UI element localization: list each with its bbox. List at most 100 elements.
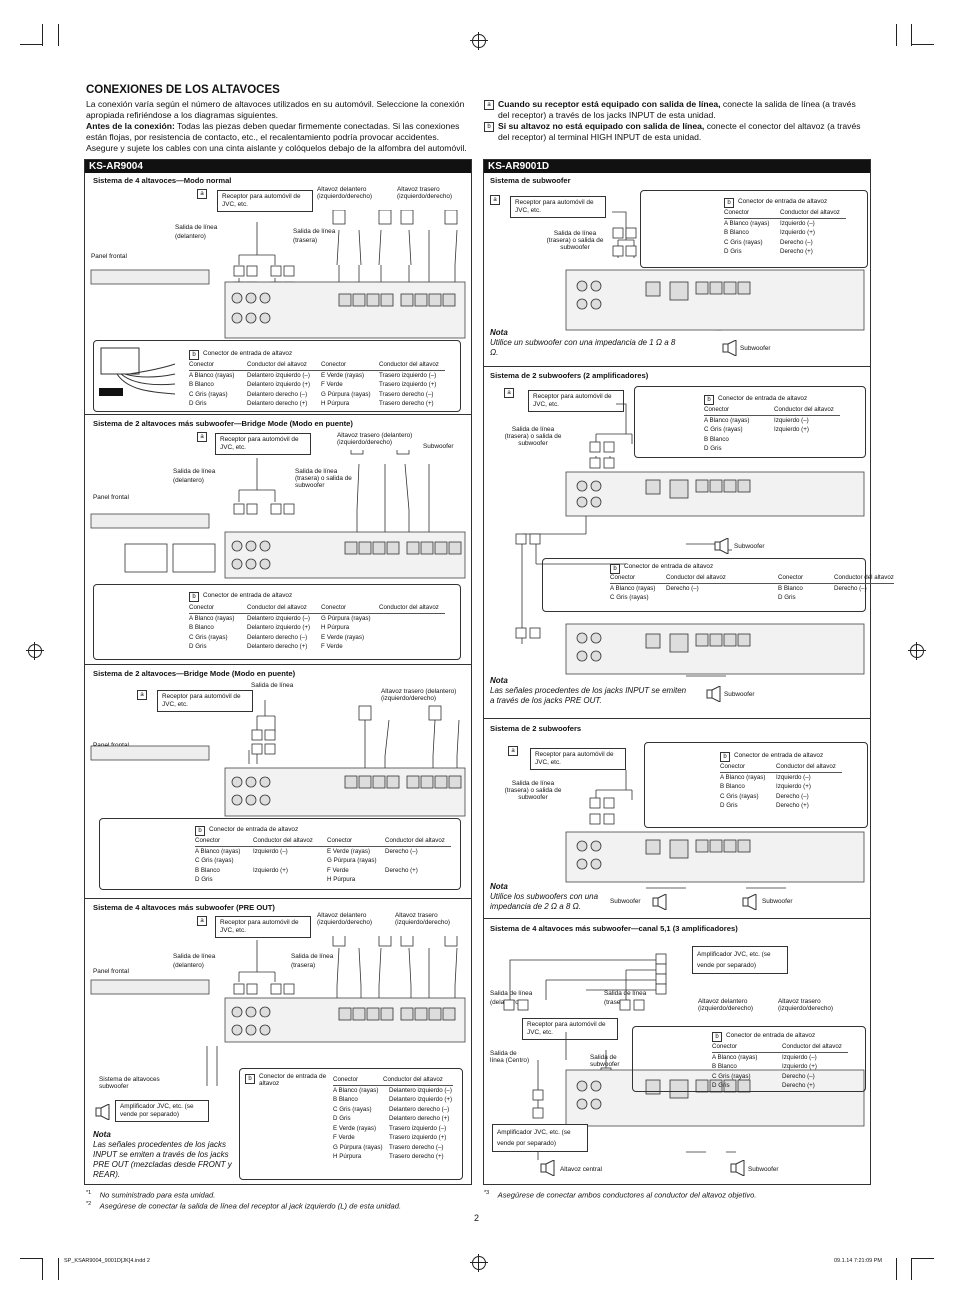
row-conductor: Delantero izquierdo (–): [247, 371, 310, 379]
footnote-1-text: No suministrado para esta unidad.: [99, 1190, 216, 1200]
row-color: Blanco (rayas): [729, 219, 770, 227]
table-row: B Blanco: [704, 435, 840, 445]
table-row: A Blanco (rayas)Izquierdo (–): [712, 1053, 848, 1063]
diagram-title: Sistema de 4 altavoces más subwoofer—can…: [490, 924, 738, 933]
row-letter: A: [195, 847, 199, 855]
subwoofer-label: Subwoofer: [748, 1166, 779, 1173]
table-row: D Gris Delantero derecho (+): [333, 1114, 453, 1124]
diagram-title: Sistema de 2 subwoofers (2 amplificadore…: [490, 371, 649, 380]
connector-label: Conector de entrada de altavoz: [259, 1073, 327, 1087]
letter-b-label: b: [195, 826, 205, 836]
line-out-rear-label: (trasera): [291, 962, 316, 969]
row-letter: F: [321, 381, 325, 388]
letter-b-label: b: [610, 564, 620, 574]
rear-speaker-label: Altavoz trasero (izquierdo/derecho): [397, 186, 453, 200]
row-letter: A: [189, 371, 193, 379]
wiring-diagram-svg: [90, 210, 466, 339]
row-letter: A: [720, 773, 724, 781]
panel-model-header: KS-AR9001D: [484, 160, 870, 173]
table-row: C Gris (rayas)Delantero derecho (–): [333, 1105, 453, 1115]
crop-mark: [896, 24, 897, 46]
sub-system-label: Sistema de altavoces subwoofer: [99, 1076, 160, 1090]
row-letter: B: [333, 1096, 338, 1103]
row-letter: D: [333, 1115, 338, 1122]
row-letter: F: [327, 866, 331, 874]
letter-b-label: b: [189, 592, 199, 602]
col-header: Conductor del altavoz: [379, 361, 439, 368]
row-letter: D: [704, 445, 709, 452]
intro-paragraph-2: Todas las piezas deben quedar firmemente…: [86, 121, 467, 153]
letter-a-label: a: [508, 746, 518, 756]
row-conductor: Trasero izquierdo (–): [379, 371, 437, 379]
receiver-box: Receptor para automóvil de JVC, etc.: [215, 916, 311, 938]
row-conductor: Derecho (–): [776, 792, 809, 800]
wire-table: Conector Conductor del altavoz A Blanco (…: [712, 1042, 848, 1091]
table-row: A Blanco (rayas) Delantero izquierdo (–)…: [189, 371, 445, 381]
col-header: Conector: [712, 1043, 738, 1050]
connector-label: Conector de entrada de altavoz: [738, 198, 828, 205]
note-text: Utilice los subwoofers con una impedanci…: [490, 892, 599, 911]
row-letter: D: [195, 876, 200, 883]
letter-b-label: b: [245, 1074, 255, 1084]
wiring-diagram-svg: [90, 450, 466, 579]
row-color: Blanco: [729, 229, 749, 236]
row-color: Verde: [332, 866, 349, 874]
row-conductor: Delantero derecho (+): [389, 1115, 450, 1122]
row-letter: C: [712, 1072, 717, 1080]
receiver-box: Receptor para automóvil de JVC, etc.: [217, 190, 313, 212]
col-header: Conductor del altavoz: [834, 574, 894, 581]
row-conductor: Derecho (–): [385, 847, 418, 855]
row-conductor: Izquierdo (+): [776, 783, 811, 790]
print-footer-left: SP_KSAR9004_9001D[JK]4.indd 2: [64, 1258, 150, 1264]
row-letter: E: [321, 633, 326, 641]
connector-box: [542, 558, 866, 612]
letter-a-label: a: [197, 189, 207, 199]
row-color: Blanco (rayas): [725, 773, 766, 781]
row-conductor: Izquierdo (–): [253, 847, 288, 855]
subwoofer-label: Subwoofer: [423, 443, 454, 450]
line-out-label: Salida de línea: [173, 468, 216, 475]
row-color: Blanco: [194, 381, 214, 388]
row-letter: G: [321, 390, 326, 398]
row-color: Púrpura (rayas): [327, 614, 371, 622]
line-out-front-label: (delantero): [173, 477, 204, 484]
row-color: Blanco: [338, 1096, 358, 1103]
col-header: Conductor del altavoz: [385, 837, 445, 844]
connector-box: [93, 340, 461, 412]
crop-mark: [896, 1258, 897, 1280]
panel-ks-ar9001d: KS-AR9001D Sistema de subwoofer a Recept…: [483, 159, 894, 1185]
note-text: Las señales procedentes de los jacks INP…: [490, 686, 687, 705]
crop-mark: [42, 1258, 43, 1280]
row-color: Gris (rayas): [726, 792, 759, 800]
row-letter: D: [712, 1082, 717, 1089]
row-color: Gris: [339, 1115, 351, 1122]
table-row: C Gris (rayas)Derecho (–): [724, 238, 846, 248]
table-row: A Blanco (rayas)Izquierdo (–): [724, 219, 846, 229]
line-out-rear-sub-label: Salida de línea (trasera) o salida de su…: [546, 230, 604, 251]
col-header: Conductor del altavoz: [782, 1043, 842, 1050]
front-panel-label: Panel frontal: [93, 494, 129, 501]
footnote-1: *1 No suministrado para esta unidad.: [86, 1190, 216, 1200]
intro-before-label: Antes de la conexión:: [86, 121, 175, 131]
row-color: Verde (rayas): [326, 633, 365, 641]
table-row: A Blanco (rayas)Izquierdo (–): [720, 773, 842, 783]
subwoofer-label: Subwoofer: [610, 898, 641, 905]
connector-label: Conector de entrada de altavoz: [624, 563, 714, 570]
table-row: B Blanco Delantero izquierdo (+) F Verde…: [189, 380, 445, 390]
speaker-icon: [722, 340, 737, 356]
connector-box: [239, 1068, 463, 1180]
rear-speaker-label: Altavoz trasero (izquierdo/derecho): [778, 998, 834, 1012]
letter-b-label: b: [189, 350, 199, 360]
col-header: Conector: [778, 574, 804, 581]
row-color: Gris (rayas): [718, 1072, 751, 1080]
footnote-2-text: Asegúrese de conectar la salida de línea…: [99, 1201, 402, 1211]
row-color: Blanco (rayas): [200, 847, 241, 855]
